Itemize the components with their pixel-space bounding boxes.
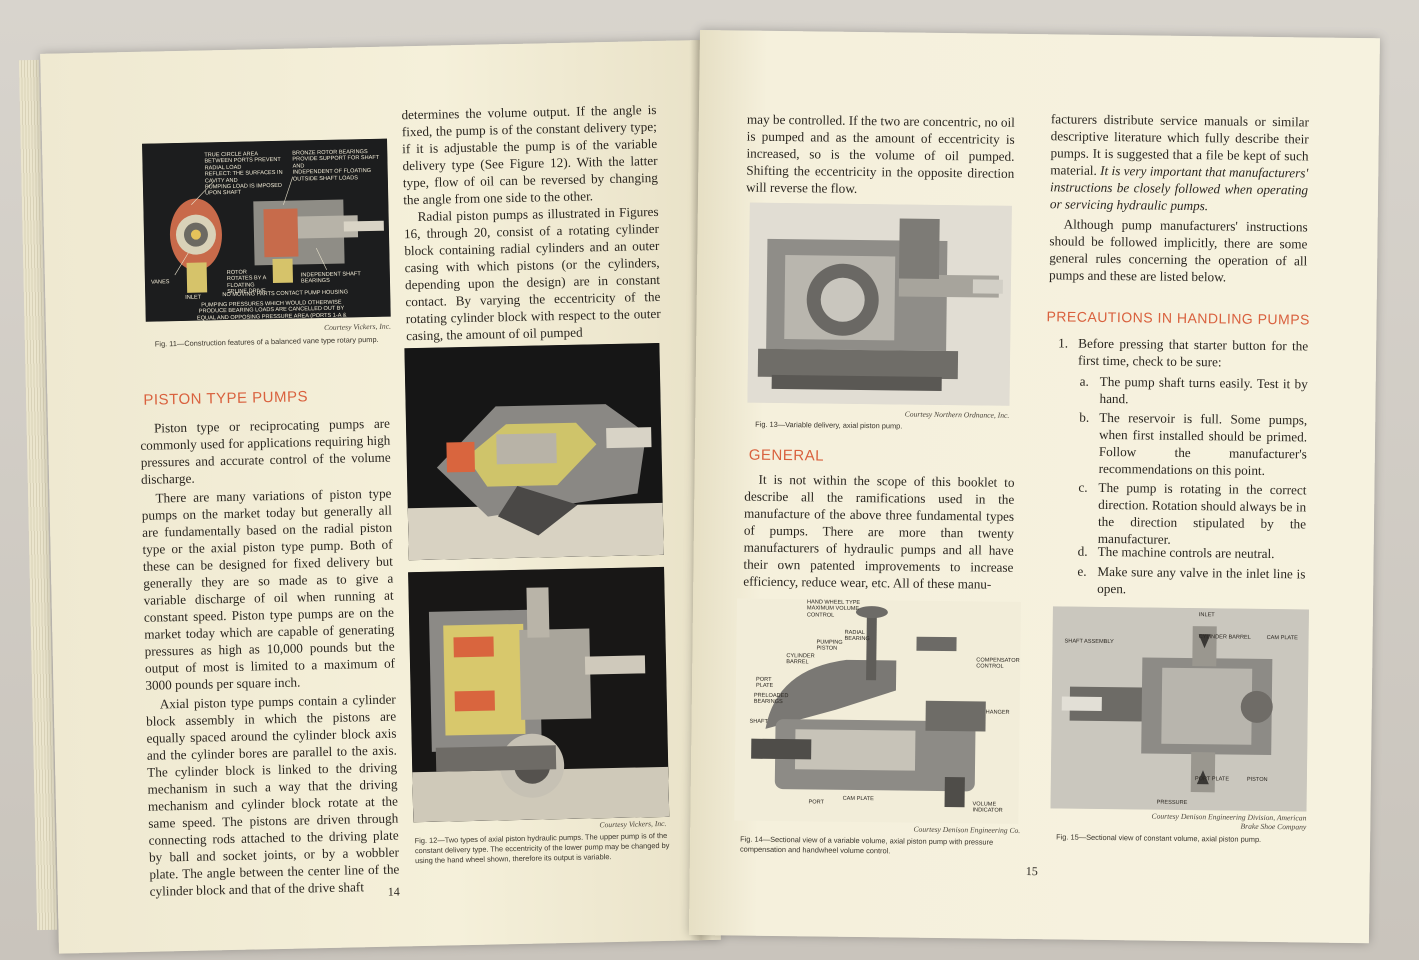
constant-volume-pump-illustration bbox=[1050, 606, 1309, 812]
fig14-label-pumping-piston: Pumping piston bbox=[816, 639, 843, 653]
fig11-courtesy: Courtesy Vickers, Inc. bbox=[323, 321, 392, 332]
list-marker: d. bbox=[1077, 543, 1088, 559]
fig14-label-port: Port bbox=[808, 799, 825, 806]
precaution-item-d: d. The machine controls are neutral. bbox=[1078, 543, 1306, 564]
sectional-pump-illustration bbox=[734, 598, 1022, 824]
fig11-caption: Fig. 11—Construction features of a balan… bbox=[154, 334, 379, 349]
fig15-label-cylinder-barrel: Cylinder barrel bbox=[1198, 634, 1251, 641]
variable-pump-illustration bbox=[408, 566, 670, 823]
fig15-photo: Inlet Shaft assembly Cylinder barrel Cam… bbox=[1050, 606, 1309, 812]
fig14-label-port-plate: Port plate bbox=[755, 676, 774, 690]
variable-delivery-pump-illustration bbox=[747, 202, 1012, 406]
fig14-label-hanger: Hanger bbox=[985, 709, 1010, 716]
paragraph: may be controlled. If the two are concen… bbox=[745, 111, 1015, 196]
right-column-1-top-text: may be controlled. If the two are concen… bbox=[746, 111, 1015, 199]
fig14-label-preloaded: Preloaded bearings bbox=[753, 692, 789, 706]
fig14-label-cylinder-barrel: Cylinder barrel bbox=[786, 653, 815, 666]
paragraph: There are many variations of piston type… bbox=[141, 485, 396, 693]
page-number-right: 15 bbox=[1025, 864, 1038, 879]
fig14-courtesy: Courtesy Denison Engineering Co. bbox=[913, 824, 1021, 835]
left-page: True circle area between ports prevent r… bbox=[40, 40, 721, 954]
left-column-2-text: determines the volume output. If the ang… bbox=[401, 101, 661, 344]
list-text: Make sure any valve in the inlet line is… bbox=[1097, 563, 1306, 597]
fig15-courtesy: Courtesy Denison Engineering Division, A… bbox=[1151, 811, 1307, 832]
list-text: The pump shaft turns easily. Test it by … bbox=[1099, 373, 1308, 407]
list-marker: a. bbox=[1079, 373, 1089, 389]
fig11-label-8: Pumping pressures which would otherwise … bbox=[196, 299, 347, 322]
fig13-caption: Fig. 13—Variable delivery, axial piston … bbox=[755, 419, 903, 431]
fig11-photo: True circle area between ports prevent r… bbox=[142, 138, 391, 322]
paragraph: determines the volume output. If the ang… bbox=[401, 101, 659, 208]
fig12-caption: Fig. 12—Two types of axial piston hydrau… bbox=[414, 830, 670, 866]
list-number: 1. bbox=[1058, 335, 1069, 351]
precaution-item-c: c. The pump is rotating in the correct d… bbox=[1078, 479, 1307, 547]
precautions-heading: PRECAUTIONS IN HANDLING PUMPS bbox=[1046, 308, 1311, 328]
list-text: The reservoir is full. Some pumps, when … bbox=[1098, 409, 1308, 478]
precaution-step-1: 1. Before pressing that starter button f… bbox=[1058, 334, 1308, 377]
list-marker: b. bbox=[1079, 409, 1090, 425]
fig15-label-piston: Piston bbox=[1246, 776, 1268, 783]
fig14-label-compensator: Compensator control bbox=[976, 657, 1020, 671]
general-heading: GENERAL bbox=[748, 446, 825, 465]
fig15-label-shaft-assembly: Shaft assembly bbox=[1064, 638, 1114, 646]
fig14-label-volume-indicator: Volume indicator bbox=[972, 801, 1003, 815]
fig12-courtesy: Courtesy Vickers, Inc. bbox=[599, 818, 667, 830]
fig14-label-handwheel: Hand wheel type maximum volume control bbox=[806, 599, 861, 619]
general-text: It is not within the scope of this bookl… bbox=[743, 471, 1014, 593]
page-number-left: 14 bbox=[387, 884, 400, 899]
fig15-label-cam-plate: Cam plate bbox=[1266, 634, 1298, 642]
fig15-label-inlet: Inlet bbox=[1198, 612, 1215, 619]
fig14-diagram: Hand wheel type maximum volume control R… bbox=[734, 598, 1022, 824]
fig14-caption: Fig. 14—Sectional view of a variable vol… bbox=[739, 834, 994, 856]
fig11-label-6: Independent shaft bearings bbox=[300, 271, 361, 285]
fig14-label-shaft: Shaft bbox=[749, 718, 768, 725]
fig12-lower-photo bbox=[408, 566, 670, 823]
axial-pump-illustration bbox=[404, 342, 664, 561]
paragraph: Axial piston type pumps contain a cylind… bbox=[145, 691, 400, 899]
list-marker: e. bbox=[1077, 563, 1087, 579]
paragraph: facturers distribute service manuals or … bbox=[1050, 110, 1309, 215]
piston-type-pumps-heading: PISTON TYPE PUMPS bbox=[143, 388, 309, 409]
fig13-courtesy: Courtesy Northern Ordnance, Inc. bbox=[904, 409, 1010, 420]
right-page: may be controlled. If the two are concen… bbox=[688, 30, 1380, 944]
precaution-item-a: a. The pump shaft turns easily. Test it … bbox=[1079, 373, 1308, 412]
paragraph: Piston type or reciprocating pumps are c… bbox=[140, 415, 391, 487]
list-text: The machine controls are neutral. bbox=[1097, 543, 1275, 562]
list-marker: c. bbox=[1078, 479, 1088, 495]
right-column-2-top-text: facturers distribute service manuals or … bbox=[1049, 110, 1309, 286]
fig11-label-1: True circle area between ports prevent r… bbox=[204, 151, 283, 197]
precaution-item-e: e. Make sure any valve in the inlet line… bbox=[1077, 563, 1305, 602]
left-column-1-text: Piston type or reciprocating pumps are c… bbox=[140, 415, 400, 900]
fig14-label-radial-bearing: Radial bearing bbox=[844, 629, 870, 643]
list-text: Before pressing that starter button for … bbox=[1077, 335, 1309, 370]
paragraph: It is not within the scope of this bookl… bbox=[743, 471, 1015, 592]
fig14-label-cam-plate: Cam plate bbox=[842, 795, 874, 803]
paragraph: Although pump manufacturers' instruction… bbox=[1048, 216, 1308, 285]
fig12-upper-photo bbox=[404, 342, 664, 561]
precaution-item-b: b. The reservoir is full. Some pumps, wh… bbox=[1079, 409, 1308, 482]
fig15-caption: Fig. 15—Sectional view of constant volum… bbox=[1056, 832, 1262, 844]
fig15-label-port-plate: Port plate bbox=[1194, 776, 1230, 783]
fig13-photo bbox=[747, 202, 1012, 406]
paragraph: Radial piston pumps as illustrated in Fi… bbox=[403, 203, 661, 344]
fig11-illustration bbox=[142, 138, 391, 322]
list-text: The pump is rotating in the correct dire… bbox=[1097, 479, 1307, 547]
fig11-label-2: Bronze rotor bearings provide support fo… bbox=[292, 149, 380, 183]
fig15-label-pressure: Pressure bbox=[1156, 799, 1188, 807]
fig11-label-3: Vanes bbox=[150, 279, 170, 286]
fig11-label-4: Inlet bbox=[185, 294, 202, 301]
